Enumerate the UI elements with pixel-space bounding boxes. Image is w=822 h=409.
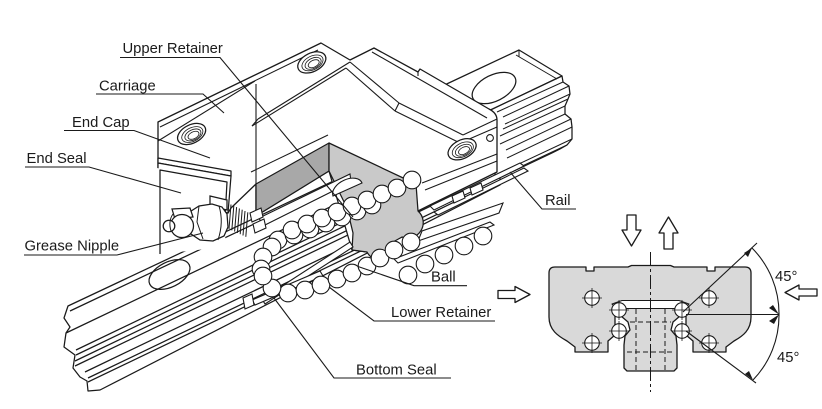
svg-text:Carriage: Carriage	[99, 79, 156, 95]
svg-text:Ball: Ball	[431, 270, 456, 286]
svg-text:Rail: Rail	[545, 193, 571, 209]
svg-text:End Cap: End Cap	[72, 115, 130, 131]
svg-text:45°: 45°	[777, 350, 799, 366]
svg-text:Lower Retainer: Lower Retainer	[391, 305, 491, 321]
svg-text:Upper Retainer: Upper Retainer	[123, 41, 223, 57]
svg-text:Bottom Seal: Bottom Seal	[356, 363, 437, 379]
svg-text:End Seal: End Seal	[27, 151, 87, 167]
svg-text:Grease Nipple: Grease Nipple	[25, 239, 120, 255]
svg-text:45°: 45°	[775, 269, 797, 285]
